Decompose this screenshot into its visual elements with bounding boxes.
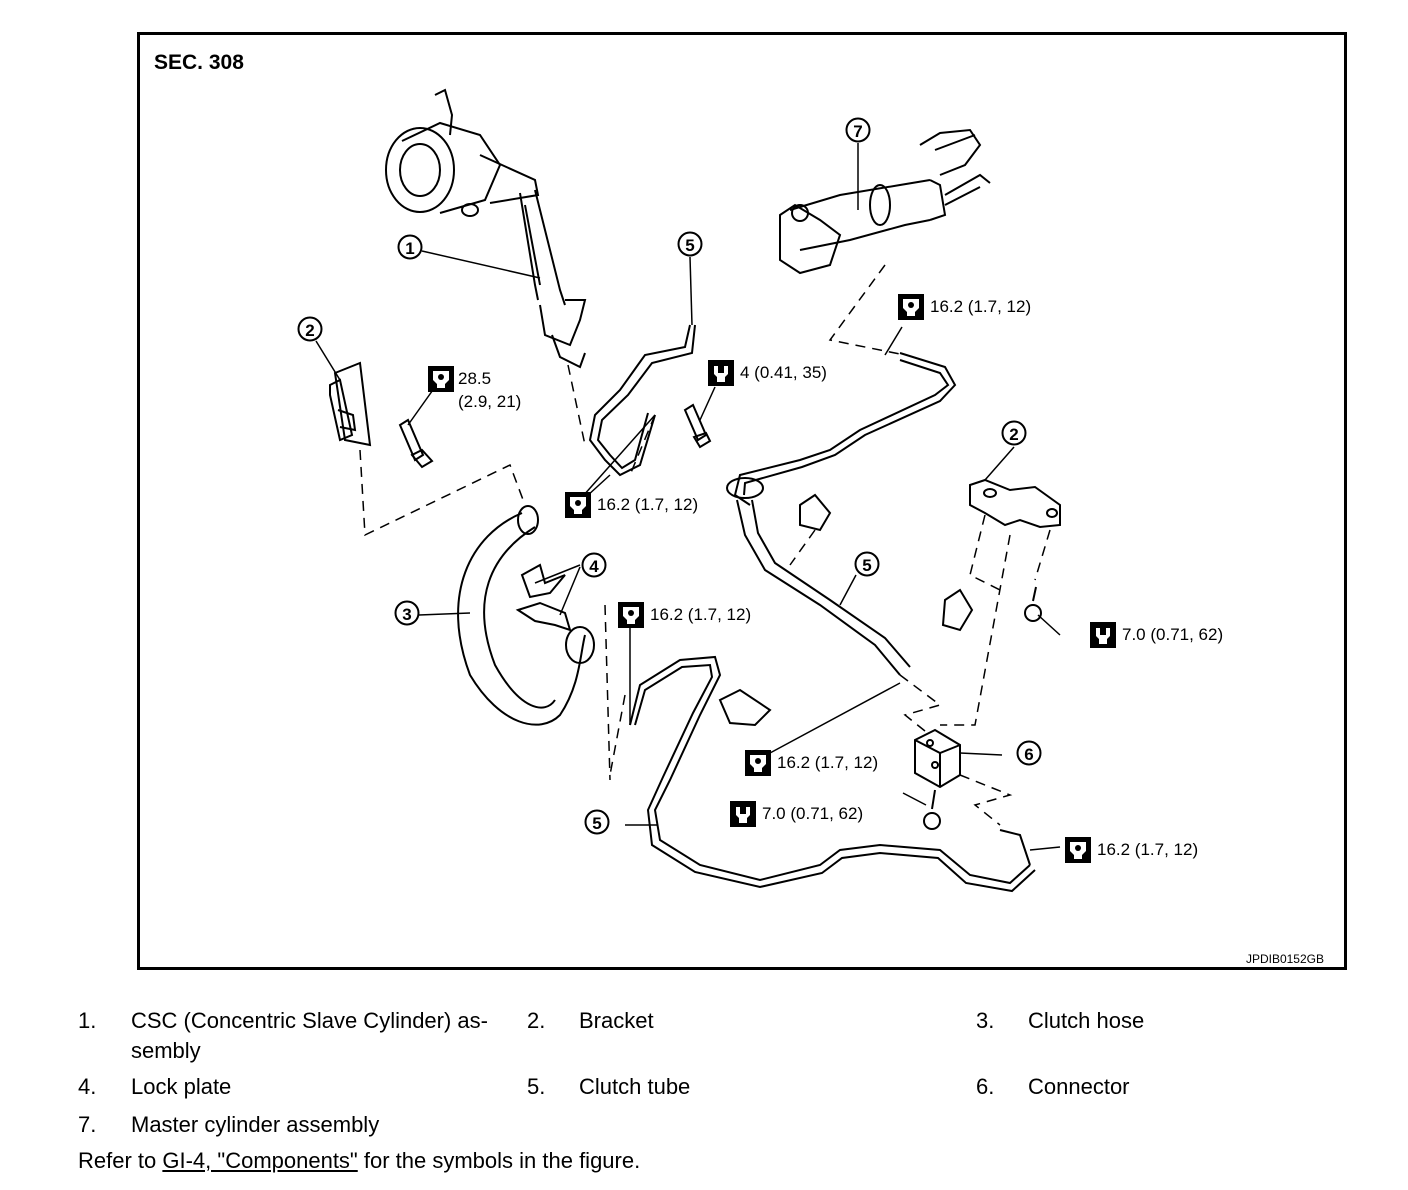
legend-number: 4. bbox=[78, 1074, 97, 1099]
legend-item-5: 5. Clutch tube bbox=[527, 1072, 827, 1106]
legend-item-1: 1. CSC (Concentric Slave Cylinder) as- s… bbox=[78, 1006, 518, 1070]
torque-spec-connector-upper: 16.2 (1.7, 12) bbox=[745, 750, 878, 776]
clutch-tube-lower-drawing bbox=[629, 655, 1036, 893]
exploded-view-diagram: SEC. 308 bbox=[154, 51, 1324, 966]
torque-spec-connector-bolt: 7.0 (0.71, 62) bbox=[730, 801, 863, 827]
diagram-frame: SEC. 308 bbox=[137, 32, 1347, 970]
bracket-right-drawing bbox=[969, 478, 1061, 529]
svg-text:6: 6 bbox=[1024, 745, 1033, 764]
torque-spec-hose-csc: 16.2 (1.7, 12) bbox=[565, 492, 698, 518]
connector-drawing bbox=[914, 728, 961, 789]
torque-spec-master-cylinder: 16.2 (1.7, 12) bbox=[898, 294, 1031, 320]
callout-1: 1 bbox=[397, 234, 423, 260]
legend-number: 3. bbox=[976, 1008, 995, 1033]
lock-plates-drawing bbox=[515, 563, 572, 632]
leader-lines bbox=[315, 143, 1061, 851]
svg-text:16.2 (1.7, 12): 16.2 (1.7, 12) bbox=[930, 297, 1031, 316]
note-prefix: Refer to bbox=[78, 1148, 163, 1173]
legend-label: CSC (Concentric Slave Cylinder) as- bbox=[131, 1008, 488, 1033]
clutch-tube-upper-drawing bbox=[588, 324, 957, 676]
figure-code: JPDIB0152GB bbox=[1246, 952, 1324, 966]
section-title: SEC. 308 bbox=[154, 51, 244, 74]
svg-text:16.2 (1.7, 12): 16.2 (1.7, 12) bbox=[777, 753, 878, 772]
clutch-hose-drawing bbox=[457, 505, 595, 726]
svg-text:7: 7 bbox=[853, 122, 862, 141]
callout-4: 4 bbox=[581, 552, 607, 578]
svg-text:3: 3 bbox=[402, 605, 411, 624]
legend-label: Bracket bbox=[579, 1008, 654, 1033]
legend-label: Clutch hose bbox=[1028, 1008, 1145, 1033]
legend-item-3: 3. Clutch hose bbox=[976, 1006, 1276, 1040]
svg-text:(2.9, 21): (2.9, 21) bbox=[458, 392, 521, 411]
components-link[interactable]: GI-4, "Components" bbox=[162, 1148, 358, 1173]
callout-7: 7 bbox=[845, 117, 871, 143]
svg-text:5: 5 bbox=[592, 814, 601, 833]
master-cylinder-drawing bbox=[779, 128, 991, 275]
torque-spec-connector-lower: 16.2 (1.7, 12) bbox=[1065, 837, 1198, 863]
note-suffix: for the symbols in the figure. bbox=[357, 1148, 641, 1173]
callout-3: 3 bbox=[394, 600, 420, 626]
callout-2-right: 2 bbox=[1001, 420, 1027, 446]
svg-text:1: 1 bbox=[405, 239, 414, 258]
legend-label: Clutch tube bbox=[579, 1074, 691, 1099]
svg-text:4: 4 bbox=[589, 557, 599, 576]
svg-text:4 (0.41, 35): 4 (0.41, 35) bbox=[740, 363, 827, 382]
legend-number: 5. bbox=[527, 1074, 546, 1099]
bolts-drawing bbox=[398, 403, 1042, 830]
legend-number: 2. bbox=[527, 1008, 546, 1033]
torque-spec-lower-tube: 16.2 (1.7, 12) bbox=[618, 602, 751, 628]
svg-text:2: 2 bbox=[305, 321, 314, 340]
callout-5-middle: 5 bbox=[854, 551, 880, 577]
symbols-note: Refer to GI-4, "Components" for the symb… bbox=[78, 1148, 640, 1174]
legend-item-6: 6. Connector bbox=[976, 1072, 1276, 1106]
legend-item-7: 7. Master cylinder assembly bbox=[78, 1110, 578, 1144]
legend-label-continued: sembly bbox=[131, 1038, 201, 1063]
torque-spec-csc-bolt: 28.5 (2.9, 21) bbox=[428, 366, 521, 411]
svg-text:16.2 (1.7, 12): 16.2 (1.7, 12) bbox=[650, 605, 751, 624]
legend-item-4: 4. Lock plate bbox=[78, 1072, 478, 1106]
svg-text:7.0 (0.71, 62): 7.0 (0.71, 62) bbox=[1122, 625, 1223, 644]
legend-label: Master cylinder assembly bbox=[131, 1112, 380, 1137]
legend-label: Lock plate bbox=[131, 1074, 232, 1099]
callout-2-left: 2 bbox=[297, 316, 323, 342]
legend-item-2: 2. Bracket bbox=[527, 1006, 827, 1040]
legend-number: 1. bbox=[78, 1008, 97, 1033]
svg-text:7.0 (0.71, 62): 7.0 (0.71, 62) bbox=[762, 804, 863, 823]
svg-text:16.2 (1.7, 12): 16.2 (1.7, 12) bbox=[1097, 840, 1198, 859]
alignment-dashes bbox=[359, 264, 1051, 826]
torque-spec-bracket-bolt: 4 (0.41, 35) bbox=[708, 360, 827, 386]
legend-label: Connector bbox=[1028, 1074, 1130, 1099]
svg-text:2: 2 bbox=[1009, 425, 1018, 444]
legend-number: 6. bbox=[976, 1074, 995, 1099]
bracket-left-drawing bbox=[329, 361, 372, 447]
callout-5-bottom: 5 bbox=[584, 809, 610, 835]
callout-5-top: 5 bbox=[677, 231, 703, 257]
callout-6: 6 bbox=[1016, 740, 1042, 766]
legend-number: 7. bbox=[78, 1112, 97, 1137]
svg-text:5: 5 bbox=[862, 556, 871, 575]
svg-text:28.5: 28.5 bbox=[458, 369, 491, 388]
torque-spec-bracket-right: 7.0 (0.71, 62) bbox=[1090, 622, 1223, 648]
csc-assembly-drawing bbox=[385, 88, 587, 369]
svg-text:5: 5 bbox=[685, 236, 694, 255]
clips-drawing bbox=[718, 493, 974, 727]
svg-text:16.2 (1.7, 12): 16.2 (1.7, 12) bbox=[597, 495, 698, 514]
